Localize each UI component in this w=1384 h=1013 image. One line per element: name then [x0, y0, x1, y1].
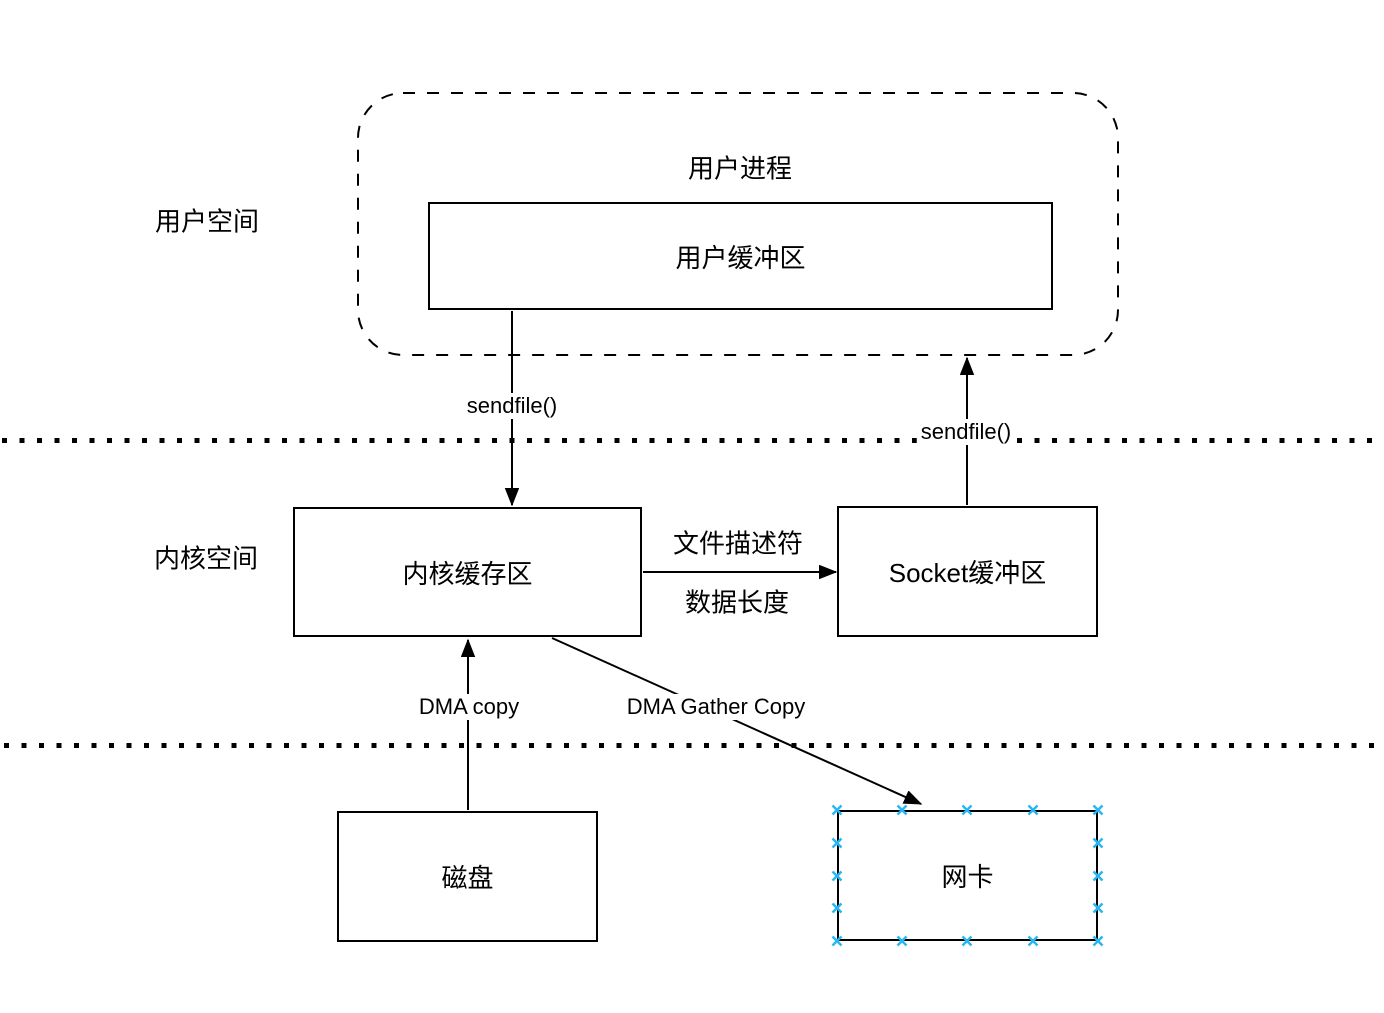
socket-buffer-label: Socket缓冲区	[888, 558, 1047, 588]
user-buffer-label: 用户缓冲区	[675, 242, 806, 273]
dma-gather-arrow[interactable]	[551, 637, 921, 805]
user-process-title: 用户进程	[687, 153, 793, 184]
disk-label: 磁盘	[441, 863, 494, 893]
disk-box[interactable]: 磁盘	[337, 811, 598, 942]
kernel-buffer-label: 内核缓存区	[402, 558, 533, 589]
sendfile-down-label: sendfile()	[462, 393, 562, 419]
kernel-buffer-box[interactable]: 内核缓存区	[293, 507, 642, 637]
kernel-space-label: 内核空间	[153, 543, 259, 574]
nic-box[interactable]: 网卡	[837, 810, 1098, 941]
fd-label: 文件描述符	[668, 523, 808, 561]
dma-gather-copy-label: DMA Gather Copy	[622, 694, 810, 720]
socket-buffer-box[interactable]: Socket缓冲区	[837, 506, 1098, 637]
user-space-label: 用户空间	[154, 206, 260, 237]
data-length-label: 数据长度	[680, 582, 794, 620]
dma-copy-label: DMA copy	[414, 694, 524, 720]
user-buffer-box[interactable]: 用户缓冲区	[428, 202, 1053, 310]
user-process-container[interactable]	[357, 92, 1119, 356]
sendfile-up-label: sendfile()	[916, 419, 1016, 445]
nic-label: 网卡	[941, 862, 994, 892]
